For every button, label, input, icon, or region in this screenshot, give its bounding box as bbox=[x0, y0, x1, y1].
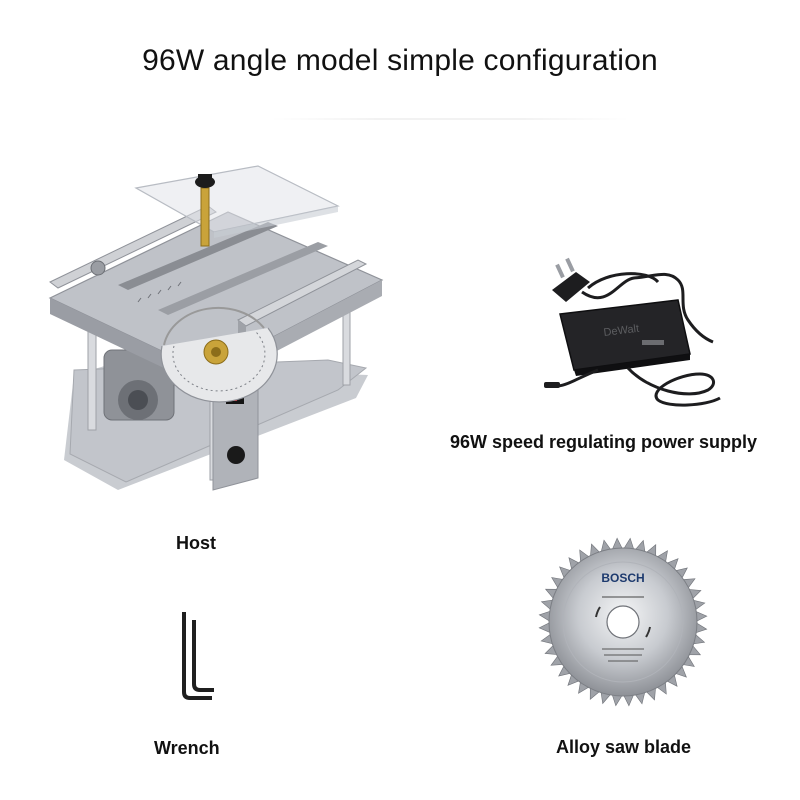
saw-blade-image: BOSCH bbox=[538, 537, 708, 707]
wrench-image bbox=[168, 606, 228, 710]
blade-logo: BOSCH bbox=[601, 571, 644, 585]
power-adapter-icon: DeWalt bbox=[544, 257, 721, 407]
adapter-logo: DeWalt bbox=[603, 323, 640, 339]
host-image bbox=[38, 160, 398, 510]
wrench-label: Wrench bbox=[154, 738, 220, 758]
hex-wrench-icon bbox=[182, 612, 214, 700]
power-supply-image: DeWalt bbox=[538, 250, 728, 410]
host-label: Host bbox=[176, 533, 216, 553]
table-saw-icon bbox=[48, 165, 384, 491]
saw-blade-icon: BOSCH bbox=[538, 537, 708, 707]
page-title: 96W angle model simple configuration bbox=[142, 44, 658, 77]
power-supply-label: 96W speed regulating power supply bbox=[450, 432, 758, 452]
saw-blade-label: Alloy saw blade bbox=[556, 737, 692, 757]
divider bbox=[270, 118, 630, 120]
